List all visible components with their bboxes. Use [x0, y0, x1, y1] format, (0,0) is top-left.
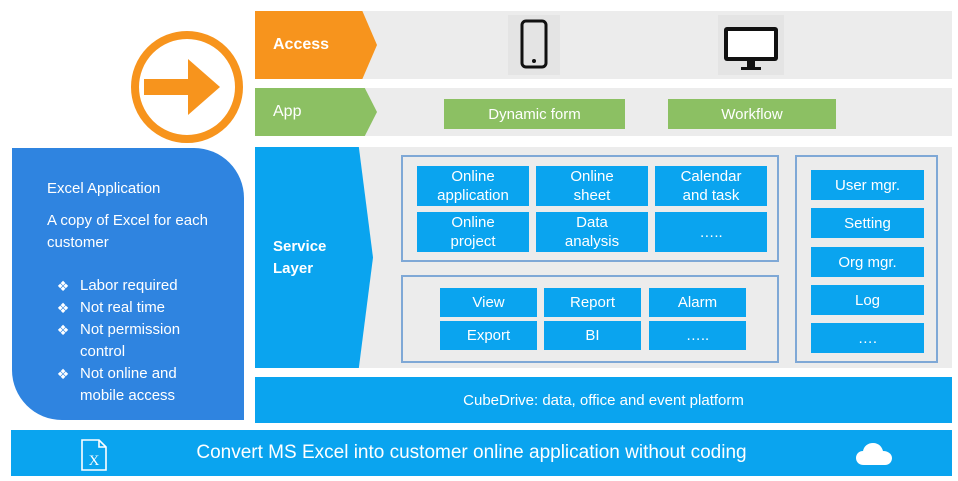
more-box: ….: [811, 323, 924, 353]
bi-box: BI: [544, 321, 641, 350]
view-box: View: [440, 288, 537, 317]
bullet-icon: ❖: [56, 366, 70, 382]
setting-box: Setting: [811, 208, 924, 238]
svg-text:X: X: [89, 453, 100, 469]
feature-text: Labor required: [80, 277, 178, 294]
org-mgr-box: Org mgr.: [811, 247, 924, 277]
excel-application-panel: Excel Application A copy of Excel for ea…: [12, 148, 244, 420]
bullet-icon: ❖: [56, 322, 70, 338]
dynamic-form-box: Dynamic form: [444, 99, 625, 129]
workflow-box: Workflow: [668, 99, 836, 129]
arrow-circle-icon: [131, 31, 243, 143]
platform-bar: CubeDrive: data, office and event platfo…: [255, 377, 952, 423]
excel-title: Excel Application: [47, 180, 161, 197]
feature-item: ❖ Not online and mobile access: [46, 363, 210, 407]
bottom-banner-text: Convert MS Excel into customer online ap…: [196, 442, 747, 463]
bullet-icon: ❖: [56, 300, 70, 316]
phone-icon: [508, 15, 560, 75]
log-box: Log: [811, 285, 924, 315]
feature-text: Not online and mobile access: [80, 365, 177, 404]
data-analysis-box: Data analysis: [536, 212, 648, 252]
service-label-line2: Layer: [273, 259, 314, 277]
more-box: …..: [649, 321, 746, 350]
online-application-box: Online application: [417, 166, 529, 206]
feature-text: Not permission control: [80, 321, 181, 360]
service-label: Service Layer: [255, 147, 373, 368]
admin-group: [795, 155, 938, 363]
feature-item: ❖ Labor required: [46, 275, 210, 297]
cloud-icon: [856, 443, 892, 465]
export-box: Export: [440, 321, 537, 350]
excel-file-icon: X: [81, 439, 107, 471]
calendar-task-box: Calendar and task: [655, 166, 767, 206]
bottom-banner: Convert MS Excel into customer online ap…: [11, 430, 952, 476]
online-apps-group: [401, 155, 779, 262]
report-box: Report: [544, 288, 641, 317]
app-label: App: [255, 88, 377, 136]
service-label-line1: Service: [273, 237, 327, 255]
feature-text: Not real time: [80, 299, 166, 316]
online-sheet-box: Online sheet: [536, 166, 648, 206]
more-box: …..: [655, 212, 767, 252]
excel-feature-list: ❖ Labor required ❖ Not real time ❖ Not p…: [46, 275, 236, 415]
reporting-group: [401, 275, 779, 363]
feature-item: ❖ Not real time: [46, 297, 210, 319]
user-mgr-box: User mgr.: [811, 170, 924, 200]
bullet-icon: ❖: [56, 278, 70, 294]
alarm-box: Alarm: [649, 288, 746, 317]
online-project-box: Online project: [417, 212, 529, 252]
excel-subtitle: A copy of Excel for each customer: [47, 212, 208, 251]
feature-item: ❖ Not permission control: [46, 319, 210, 363]
access-label: Access: [255, 11, 377, 79]
monitor-icon: [718, 15, 784, 75]
